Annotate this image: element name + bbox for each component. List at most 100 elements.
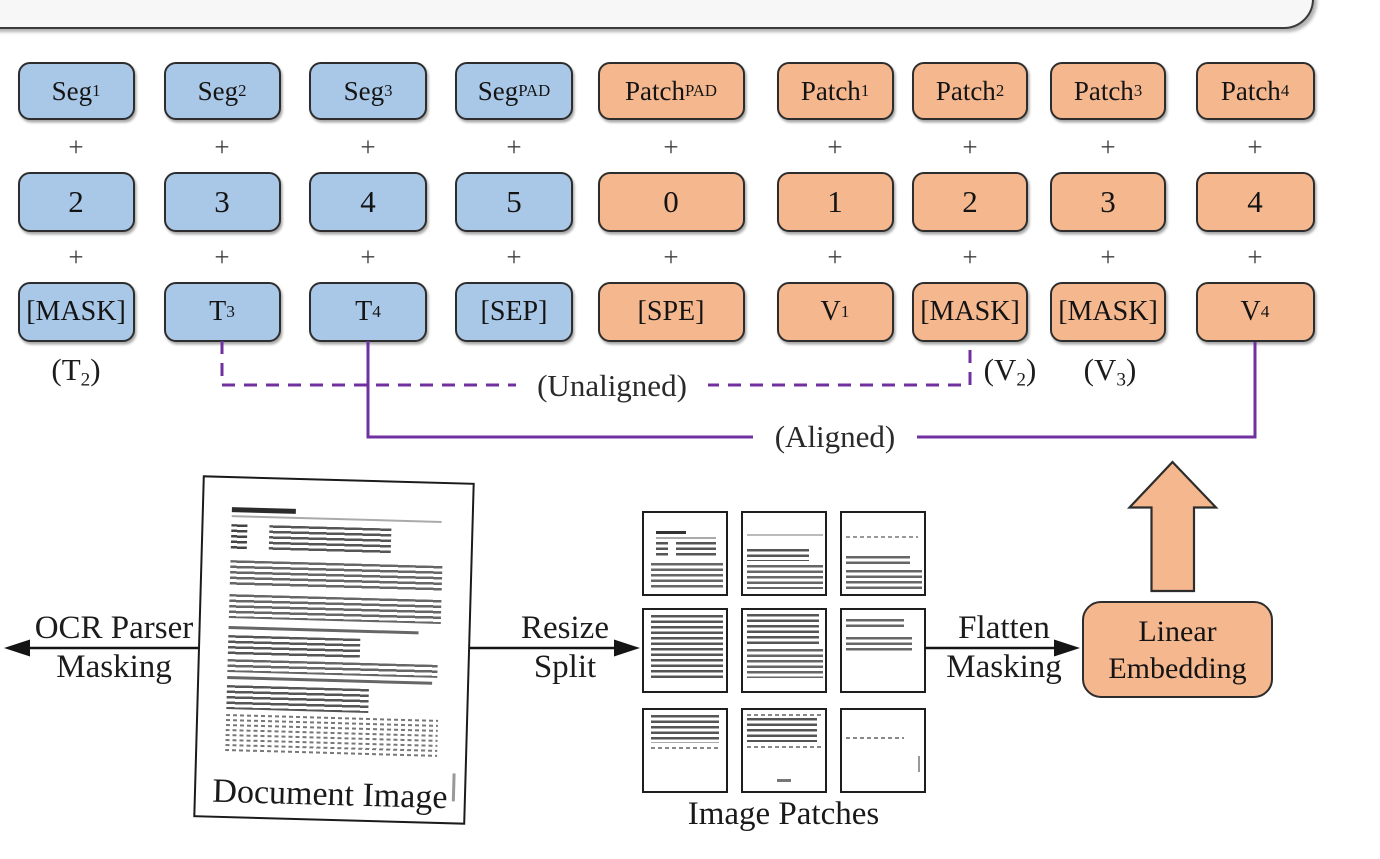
embed-col-8-target-label: (V3) bbox=[1083, 352, 1137, 391]
document-scan-lines bbox=[205, 477, 473, 802]
embed-col-7-token-box: [MASK] bbox=[912, 282, 1028, 342]
embed-col-5-plus-1: + bbox=[663, 132, 679, 162]
ocr-parser-masking-label: OCR Parser Masking bbox=[4, 610, 224, 686]
embed-col-5-position-box: 0 bbox=[597, 172, 745, 232]
scan-text-line bbox=[651, 563, 723, 589]
embed-col-1-plus-2: + bbox=[68, 242, 84, 272]
embed-col-4-token-box: [SEP] bbox=[455, 282, 573, 342]
linear-embedding-line1: Linear bbox=[1138, 614, 1217, 648]
scan-text-line bbox=[231, 507, 296, 514]
embed-col-3-position-box: 4 bbox=[309, 172, 427, 232]
image-patch-2 bbox=[741, 511, 827, 596]
image-patch-3 bbox=[840, 511, 926, 596]
embed-col-1-plus-1: + bbox=[68, 132, 84, 162]
embed-col-2-position-box: 3 bbox=[163, 172, 281, 232]
unaligned-label: (Unaligned) bbox=[516, 366, 708, 406]
embed-col-6-position-box: 1 bbox=[776, 172, 894, 232]
transformer-body-box bbox=[0, 0, 1314, 29]
scan-text-line bbox=[747, 714, 821, 716]
scan-text-line bbox=[846, 637, 912, 651]
embed-col-3-plus-1: + bbox=[360, 132, 376, 162]
embed-col-1-token-box: [MASK] bbox=[17, 282, 135, 342]
ocr-parser-label: OCR Parser bbox=[34, 610, 194, 646]
scan-text-line bbox=[846, 536, 918, 538]
scan-text-line bbox=[747, 565, 823, 589]
document-image-label: Document Image bbox=[211, 772, 448, 817]
embed-col-1-position-box: 2 bbox=[17, 172, 135, 232]
scan-text-line bbox=[228, 594, 442, 624]
embed-col-9-plus-2: + bbox=[1247, 242, 1263, 272]
image-patch-5 bbox=[741, 608, 827, 693]
resize-split-label: Resize Split bbox=[455, 610, 675, 686]
embed-col-8-token-box: [MASK] bbox=[1050, 282, 1166, 342]
scan-text-line bbox=[226, 685, 369, 713]
scan-text-line bbox=[747, 549, 809, 561]
scan-text-line bbox=[231, 515, 442, 523]
scan-text-line bbox=[227, 659, 438, 678]
embed-col-2-plus-1: + bbox=[214, 132, 230, 162]
scan-text-line bbox=[656, 531, 686, 534]
scan-text-line bbox=[227, 635, 361, 659]
embed-col-3-plus-2: + bbox=[360, 242, 376, 272]
embed-col-2-plus-2: + bbox=[214, 242, 230, 272]
embed-col-7-plus-2: + bbox=[962, 242, 978, 272]
image-patches-label: Image Patches bbox=[687, 796, 880, 832]
flatten-masking-label: Flatten Masking bbox=[894, 610, 1114, 686]
scan-text-line bbox=[229, 560, 443, 592]
scan-text-line bbox=[747, 649, 823, 678]
scan-text-line bbox=[846, 556, 910, 565]
embed-col-1-target-label: (T2) bbox=[51, 352, 101, 391]
document-image-thumbnail: Document Image bbox=[193, 475, 475, 825]
scan-text-line bbox=[651, 747, 719, 749]
scan-text-line bbox=[230, 524, 248, 551]
scan-text-line bbox=[747, 614, 819, 644]
scan-text-line bbox=[228, 626, 419, 635]
scan-text-line bbox=[651, 615, 723, 681]
scan-text-line bbox=[747, 746, 821, 748]
embed-col-9-position-box: 4 bbox=[1195, 172, 1315, 232]
linear-embedding-line2: Embedding bbox=[1108, 651, 1247, 685]
image-patch-8 bbox=[741, 708, 827, 793]
embed-col-5-token-box: [SPE] bbox=[597, 282, 745, 342]
embed-col-8-plus-1: + bbox=[1100, 132, 1116, 162]
embed-col-4-position-box: 5 bbox=[455, 172, 573, 232]
aligned-label: (Aligned) bbox=[753, 417, 917, 457]
embed-col-6-plus-2: + bbox=[827, 242, 843, 272]
scan-text-line bbox=[656, 542, 668, 558]
linear-embedding-box: Linear Embedding bbox=[1082, 601, 1273, 698]
scan-text-line bbox=[676, 542, 716, 558]
embed-col-7-plus-1: + bbox=[962, 132, 978, 162]
scan-text-line bbox=[268, 525, 392, 555]
image-patch-1 bbox=[642, 511, 728, 596]
scan-text-line bbox=[918, 756, 920, 772]
embed-col-8-plus-2: + bbox=[1100, 242, 1116, 272]
embed-col-7-position-box: 2 bbox=[912, 172, 1028, 232]
embed-col-8-position-box: 3 bbox=[1050, 172, 1166, 232]
embedding-up-arrow bbox=[1126, 460, 1219, 593]
flatten-label: Flatten bbox=[958, 610, 1050, 646]
scan-text-line bbox=[777, 779, 791, 782]
embed-col-5-plus-2: + bbox=[663, 242, 679, 272]
image-patch-7 bbox=[642, 708, 728, 793]
embed-col-4-plus-1: + bbox=[506, 132, 522, 162]
resize-label: Resize bbox=[521, 610, 609, 646]
scan-text-line bbox=[227, 676, 433, 685]
flatten-masking-line2-label: Masking bbox=[946, 649, 1062, 685]
scan-text-line bbox=[846, 619, 904, 629]
embed-col-6-plus-1: + bbox=[827, 132, 843, 162]
image-patch-6 bbox=[840, 608, 926, 693]
scan-text-line bbox=[747, 534, 823, 536]
scan-text-line bbox=[846, 737, 904, 739]
